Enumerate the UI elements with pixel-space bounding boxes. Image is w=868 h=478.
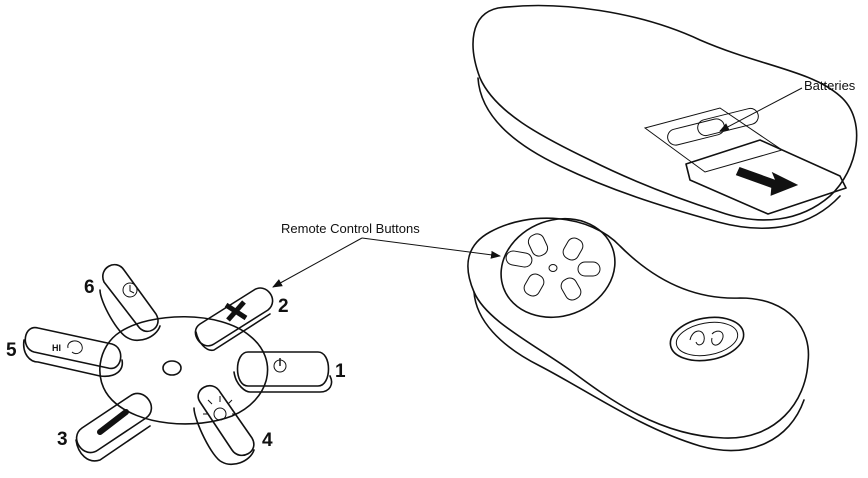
button-1-number: 1 [335, 361, 346, 382]
buttons-leader-arrow-left [272, 237, 363, 288]
button-2-number: 2 [278, 296, 289, 317]
button-4-light[interactable] [193, 385, 255, 466]
button-6-number: 6 [84, 277, 95, 298]
remote-front-view [467, 217, 810, 452]
remote-control-buttons-label: Remote Control Buttons [281, 221, 420, 236]
button-3-minus[interactable] [75, 392, 153, 462]
timer-clock-icon [122, 282, 138, 298]
remote-back-view [472, 4, 858, 229]
button-6-timer[interactable] [99, 264, 161, 342]
button-5-hi[interactable]: HI [22, 326, 124, 378]
button-1-power[interactable] [233, 351, 333, 393]
button-2-plus[interactable] [194, 287, 274, 352]
light-bulb-icon [203, 396, 237, 421]
power-icon [273, 358, 287, 373]
button-4-number: 4 [262, 430, 273, 451]
ge-logo [669, 316, 745, 362]
button-layout-enlarged: 1 2 3 4 HI [6, 264, 346, 466]
minus-icon [97, 409, 129, 435]
button-3-number: 3 [57, 429, 68, 450]
button-5-number: 5 [6, 340, 17, 361]
svg-text:HI: HI [52, 343, 61, 353]
buttons-leader-arrow-right [361, 237, 501, 259]
batteries-leader-arrow [719, 87, 803, 132]
batteries-label: Batteries [804, 78, 856, 93]
plus-icon [224, 300, 248, 322]
hi-rotate-icon: HI [52, 340, 83, 355]
center-hole [162, 360, 182, 376]
